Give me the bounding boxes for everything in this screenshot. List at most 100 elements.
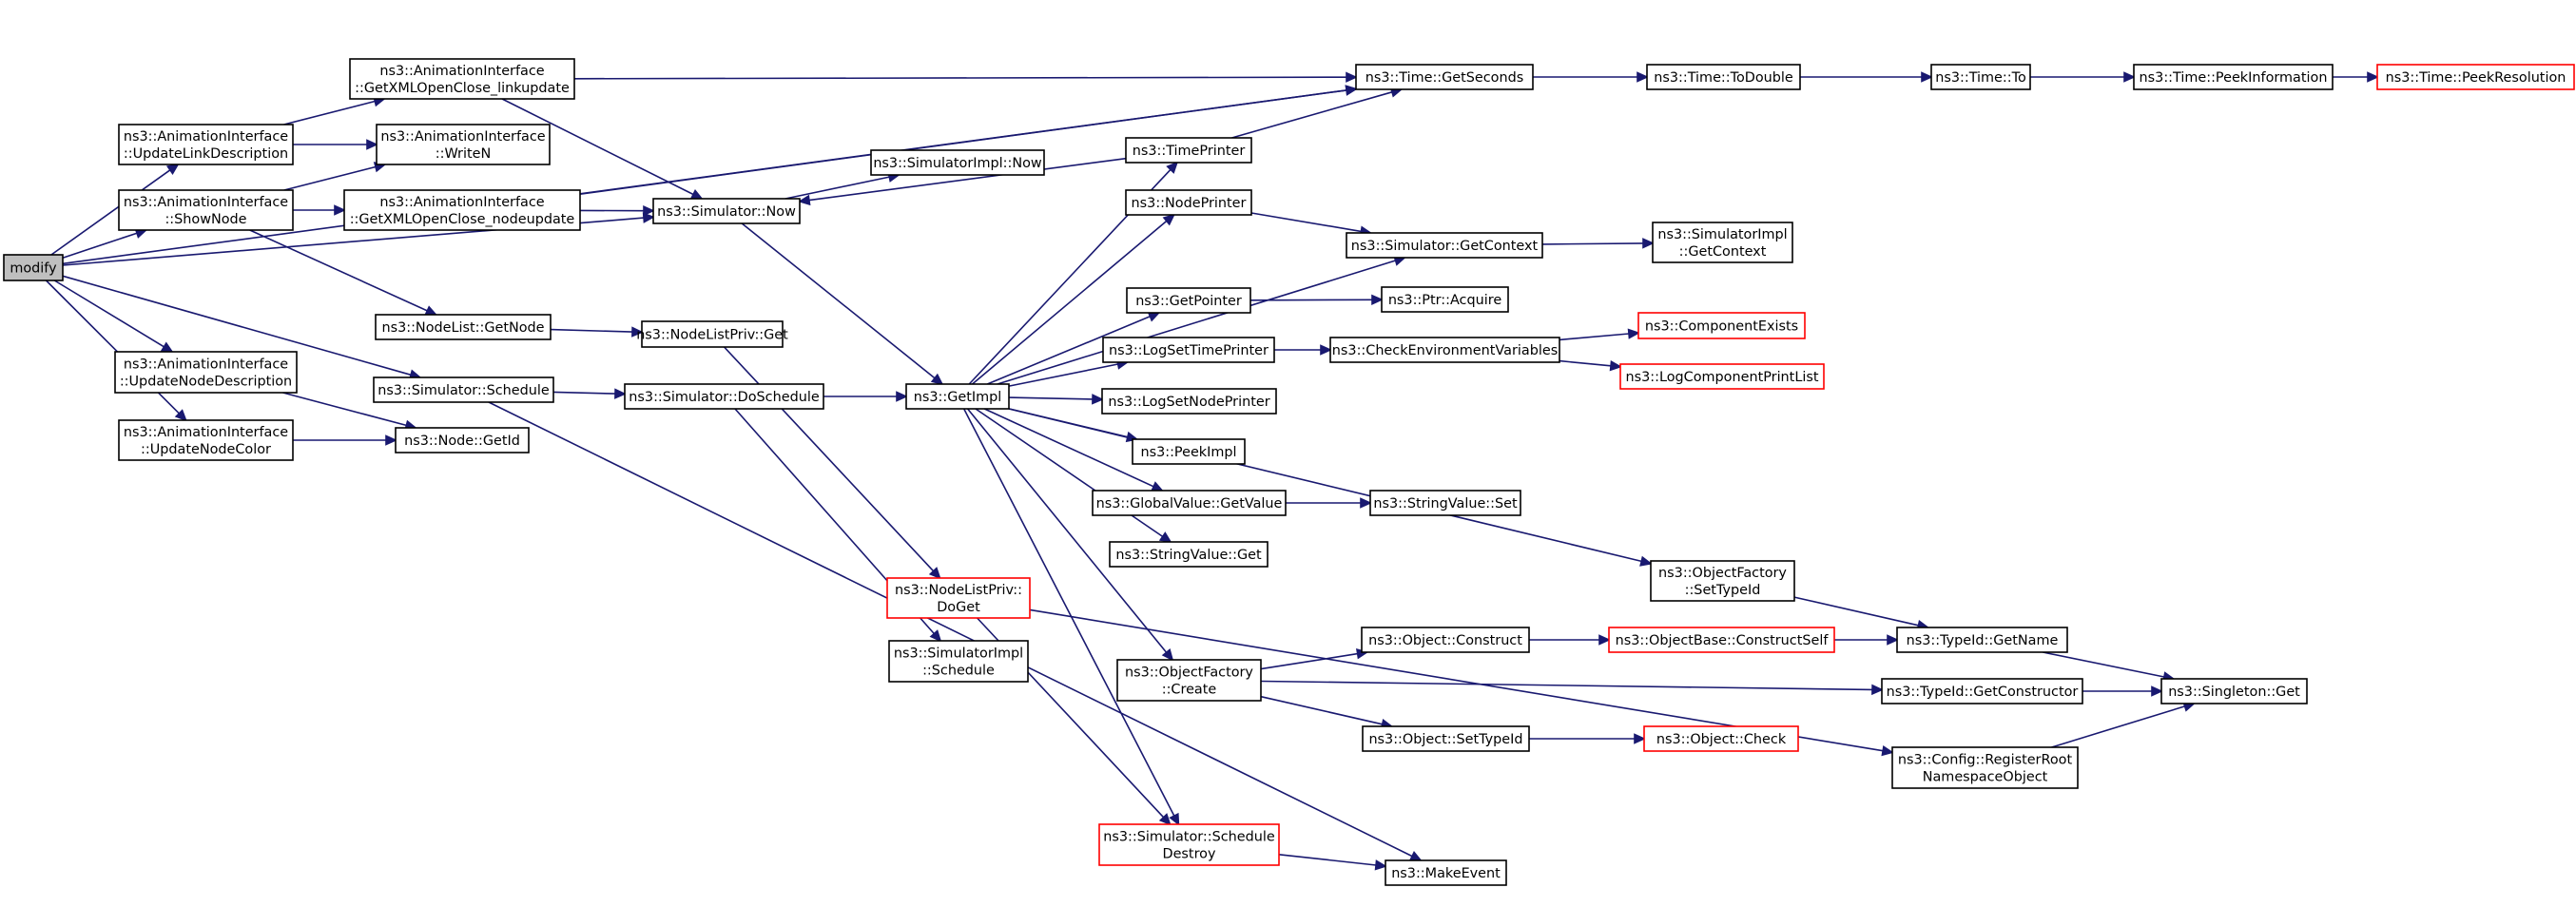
node-label: ::Schedule bbox=[922, 664, 995, 679]
node-writeN[interactable]: ns3::AnimationInterface::WriteN bbox=[376, 124, 551, 165]
node-box bbox=[1092, 490, 1287, 516]
edge-arrowhead bbox=[1408, 851, 1423, 861]
node-makeEvent[interactable]: ns3::MakeEvent bbox=[1385, 859, 1507, 886]
node-box bbox=[2133, 64, 2334, 90]
edge-updateLinkDesc-to-writeN bbox=[293, 139, 378, 150]
node-getSeconds[interactable]: ns3::Time::GetSeconds bbox=[1355, 64, 1534, 90]
node-logSetNodePrinter[interactable]: ns3::LogSetNodePrinter bbox=[1101, 388, 1277, 415]
node-simNow[interactable]: ns3::Simulator::Now bbox=[652, 198, 801, 224]
node-label: ns3::Singleton::Get bbox=[2168, 685, 2300, 700]
node-box bbox=[1650, 560, 1795, 602]
node-updateLinkDesc[interactable]: ns3::AnimationInterface::UpdateLinkDescr… bbox=[118, 124, 294, 165]
edge-ofCreate-to-objConstruct bbox=[1260, 648, 1369, 670]
edge-line bbox=[62, 232, 138, 259]
node-linkupdate[interactable]: ns3::AnimationInterface::GetXMLOpenClose… bbox=[349, 58, 575, 100]
edge-getImpl-to-svGet bbox=[975, 408, 1172, 544]
node-label: ns3::TypeId::GetName bbox=[1907, 633, 2059, 648]
edge-arrowhead bbox=[1634, 733, 1646, 744]
node-typeIdGetCtor[interactable]: ns3::TypeId::GetConstructor bbox=[1881, 678, 2083, 704]
node-peekImpl[interactable]: ns3::PeekImpl bbox=[1132, 438, 1246, 465]
node-box bbox=[1619, 363, 1825, 390]
node-label: ns3::Time::PeekInformation bbox=[2140, 70, 2328, 86]
node-timeTo[interactable]: ns3::Time::To bbox=[1930, 64, 2031, 90]
node-singletonGet[interactable]: ns3::Singleton::Get bbox=[2160, 678, 2308, 704]
edge-line bbox=[501, 98, 694, 196]
edge-arrowhead bbox=[1360, 497, 1372, 509]
edge-ofCreate-to-objSetTypeId bbox=[1260, 695, 1394, 730]
node-box bbox=[375, 314, 552, 340]
node-nodeListPrivDoGet[interactable]: ns3::NodeListPriv::DoGet bbox=[886, 577, 1031, 619]
edge-line bbox=[50, 169, 171, 256]
edge-objConstruct-to-constructSelf bbox=[1529, 634, 1611, 646]
edge-arrowhead bbox=[2367, 71, 2379, 83]
node-compExists[interactable]: ns3::ComponentExists bbox=[1637, 312, 1806, 339]
node-timePrinter[interactable]: ns3::TimePrinter bbox=[1125, 137, 1252, 164]
node-doSchedule[interactable]: ns3::Simulator::DoSchedule bbox=[624, 383, 824, 410]
edge-simSchedule-to-makeEvent bbox=[488, 401, 1423, 861]
node-objCheck[interactable]: ns3::Object::Check bbox=[1643, 725, 1799, 752]
node-svSet[interactable]: ns3::StringValue::Set bbox=[1369, 490, 1521, 516]
edge-line bbox=[986, 316, 1151, 385]
node-constructSelf[interactable]: ns3::ObjectBase::ConstructSelf bbox=[1608, 627, 1835, 653]
node-box bbox=[118, 124, 294, 165]
edge-line bbox=[573, 76, 1347, 80]
node-objSetTypeId[interactable]: ns3::Object::SetTypeId bbox=[1362, 725, 1530, 752]
node-gvGetValue[interactable]: ns3::GlobalValue::GetValue bbox=[1092, 490, 1287, 516]
node-box bbox=[1637, 312, 1806, 339]
node-ofCreate[interactable]: ns3::ObjectFactory::Create bbox=[1116, 659, 1262, 702]
node-updateNodeDesc[interactable]: ns3::AnimationInterface::UpdateNodeDescr… bbox=[114, 351, 298, 394]
edge-line bbox=[579, 89, 1347, 195]
node-getPointer[interactable]: ns3::GetPointer bbox=[1126, 287, 1251, 314]
node-ptrAcquire[interactable]: ns3::Ptr::Acquire bbox=[1381, 286, 1509, 313]
node-box bbox=[886, 577, 1031, 619]
node-label: ns3::ObjectFactory bbox=[1125, 666, 1253, 681]
edge-line bbox=[552, 391, 616, 395]
node-simImplSchedule[interactable]: ns3::SimulatorImpl::Schedule bbox=[888, 640, 1029, 683]
node-logSetTimePrinter[interactable]: ns3::LogSetTimePrinter bbox=[1102, 337, 1275, 363]
node-getContext[interactable]: ns3::Simulator::GetContext bbox=[1346, 232, 1543, 259]
node-nodeGetId[interactable]: ns3::Node::GetId bbox=[395, 427, 530, 454]
node-box bbox=[3, 254, 64, 281]
node-updateNodeColor[interactable]: ns3::AnimationInterface::UpdateNodeColor bbox=[118, 419, 294, 461]
node-label: ns3::NodeList::GetNode bbox=[381, 320, 544, 336]
node-box bbox=[652, 198, 801, 224]
edge-line bbox=[1793, 596, 1919, 627]
node-label: DoGet bbox=[937, 600, 980, 615]
edge-showNode-to-writeN bbox=[283, 162, 387, 191]
edge-arrowhead bbox=[1598, 634, 1611, 646]
node-peekInfo[interactable]: ns3::Time::PeekInformation bbox=[2133, 64, 2334, 90]
edge-modify-to-getSeconds bbox=[62, 85, 1358, 265]
node-label: ns3::Ptr::Acquire bbox=[1388, 293, 1502, 308]
node-getImpl[interactable]: ns3::GetImpl bbox=[905, 383, 1010, 410]
node-label: ns3::LogComponentPrintList bbox=[1626, 370, 1819, 385]
node-objConstruct[interactable]: ns3::Object::Construct bbox=[1361, 627, 1530, 653]
edge-modify-to-updateNodeDesc bbox=[53, 280, 174, 354]
node-svGet[interactable]: ns3::StringValue::Get bbox=[1109, 541, 1269, 568]
node-label: ns3::Simulator::Schedule bbox=[378, 383, 550, 398]
node-box bbox=[114, 351, 298, 394]
node-simImplGetContext[interactable]: ns3::SimulatorImpl::GetContext bbox=[1652, 222, 1793, 263]
node-nodeupdate[interactable]: ns3::AnimationInterface::GetXMLOpenClose… bbox=[343, 189, 581, 231]
node-box bbox=[888, 640, 1029, 683]
edge-getSeconds-to-toDouble bbox=[1533, 71, 1649, 83]
node-simSchedule[interactable]: ns3::Simulator::Schedule bbox=[373, 376, 554, 403]
node-simImplNow[interactable]: ns3::SimulatorImpl::Now bbox=[870, 149, 1045, 176]
node-nodePrinter[interactable]: ns3::NodePrinter bbox=[1125, 189, 1252, 216]
node-toDouble[interactable]: ns3::Time::ToDouble bbox=[1646, 64, 1801, 90]
edge-line bbox=[997, 260, 1396, 385]
node-logCompPrint[interactable]: ns3::LogComponentPrintList bbox=[1619, 363, 1825, 390]
edge-arrowhead bbox=[1887, 634, 1899, 646]
node-typeIdGetName[interactable]: ns3::TypeId::GetName bbox=[1896, 627, 2068, 653]
node-box bbox=[641, 320, 784, 348]
node-showNode[interactable]: ns3::AnimationInterface::ShowNode bbox=[118, 189, 294, 231]
node-ofSetTypeId[interactable]: ns3::ObjectFactory::SetTypeId bbox=[1650, 560, 1795, 602]
node-nodeListPrivGet[interactable]: ns3::NodeListPriv::Get bbox=[636, 320, 788, 348]
node-checkEnv[interactable]: ns3::CheckEnvironmentVariables bbox=[1329, 337, 1560, 363]
node-peekRes[interactable]: ns3::Time::PeekResolution bbox=[2376, 64, 2575, 90]
edge-timePrinter-to-getSeconds bbox=[1231, 87, 1404, 139]
node-modify[interactable]: modify bbox=[3, 254, 64, 281]
node-nodeListGetNode[interactable]: ns3::NodeList::GetNode bbox=[375, 314, 552, 340]
